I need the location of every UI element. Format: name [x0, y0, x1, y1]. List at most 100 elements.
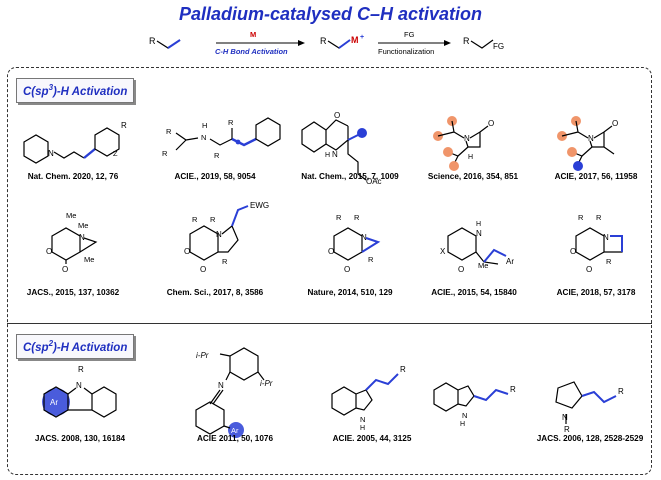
scheme-intermediate-r: R [320, 36, 327, 46]
reference-label: ACIE 2011, 50, 1076 [196, 434, 274, 443]
sp2-label-sup: 2 [48, 339, 54, 348]
atom-o: O [62, 265, 68, 274]
atom-r2: R [596, 213, 602, 222]
molecule-azetidine-morpholinone: R R N O O R [570, 213, 623, 274]
sp2-section-label: C(sp2)-H Activation [16, 334, 135, 359]
atom-h: H [460, 421, 465, 428]
reference-label: Science, 2016, 354, 851 [427, 172, 519, 181]
molecule-spiro-oxazolidine: O N H OAc [301, 111, 382, 186]
atom-o: O [344, 265, 350, 274]
molecule-piperidine-arene: N R Z [23, 121, 127, 164]
structure-nat-chem-2015: O N H OAc Nat. Chem., 2015, 7, 1009 [292, 100, 408, 192]
reference-label: ACIE., 2019, 58, 9054 [174, 172, 256, 181]
atom-r1: R [510, 385, 516, 394]
scheme-svg: R M C-H Bond Activation R M + FG Functio… [149, 30, 504, 56]
scheme-intermediate-charge: + [360, 34, 364, 41]
molecule-aziridine-morpholinone: R R N O O R [328, 213, 381, 274]
atom-r3: R [578, 213, 584, 222]
sp3-label-prefix: C(sp [23, 85, 49, 98]
atom-r1: R [618, 387, 624, 396]
atom-n: N [562, 413, 568, 422]
reference-label: ACIE, 2018, 57, 3178 [556, 288, 636, 297]
section-divider [7, 323, 652, 324]
structure-acie-2018: R R N O O R ACIE, 2018, 57, 3178 [540, 206, 652, 306]
structure-chem-sci-2017: R R N O O EWG R Chem. Sci., 2017, 8, 358… [140, 196, 290, 306]
structure-jacs-2006: N R R JACS. 2006, 128, 2528-2529 [528, 360, 652, 460]
atom-ipr: i-Pr [196, 351, 209, 360]
atom-h: H [468, 154, 473, 161]
atom-r1: R [214, 151, 220, 160]
structure-acie-2011: i-Pr i-Pr N Ar ACIE 2011, 50, 1076 [160, 346, 310, 460]
structure-acie-2005-3-alkenyl: N H R ACIE. 2005, 44, 3125 [322, 360, 422, 460]
atom-r3: R [336, 213, 342, 222]
reference-label: JACS. 2008, 130, 16184 [34, 434, 126, 443]
atom-n: N [218, 381, 224, 390]
structure-acie-2005-2-alkenyl: N H R [426, 360, 522, 440]
main-panel [7, 67, 652, 475]
reference-label: ACIE., 2015, 54, 15840 [431, 288, 517, 297]
scheme-product-fg: FG [493, 42, 504, 51]
reference-label: Nat. Chem., 2015, 7, 1009 [301, 172, 399, 181]
molecule-imine-aryl: i-Pr i-Pr N Ar [195, 347, 273, 438]
structure-science-2016: N O H Science, 2016, 354, 851 [418, 112, 528, 192]
molecule-indole-2-alkenyl: N H R [433, 382, 516, 428]
reference-label: ACIE, 2017, 56, 11958 [554, 172, 638, 181]
atom-me: Me [84, 255, 94, 264]
reference-label: JACS. 2006, 128, 2528-2529 [536, 434, 644, 443]
scheme-intermediate-highlight [338, 39, 351, 49]
atom-o: O [184, 247, 190, 256]
structure-jacs-2015: Me Me N O O Me JACS., 2015, 137, 10362 [10, 206, 136, 306]
atom-me: Me [478, 261, 488, 270]
atom-n: N [603, 233, 609, 242]
atom-o: O [46, 247, 52, 256]
atom-r2: R [228, 118, 234, 127]
structure-nat-chem-2020: N R Z Nat. Chem. 2020, 12, 76 [10, 112, 136, 192]
atom-h: H [476, 221, 481, 228]
atom-n: N [48, 149, 54, 158]
scheme-arrowhead-1 [298, 40, 305, 46]
atom-r3: R [192, 215, 198, 224]
atom-n: N [361, 233, 367, 242]
atom-r2: R [354, 213, 360, 222]
atom-o: O [570, 247, 576, 256]
atom-r1: R [400, 365, 406, 374]
sp3-label-sup: 3 [48, 83, 54, 92]
atom-n: N [216, 230, 222, 239]
atom-o: O [334, 111, 340, 120]
structure-nature-2014: R R N O O R Nature, 2014, 510, 129 [292, 206, 408, 306]
atom-x: X [440, 247, 446, 256]
sp3-section-label: C(sp3)-H Activation [16, 78, 135, 103]
atom-n: N [588, 134, 594, 143]
atom-ar: Ar [231, 426, 239, 435]
atom-r2: R [210, 215, 216, 224]
structure-acie-2019: R R H N R R ACIE., 2019, 58, 9054 [140, 112, 290, 192]
atom-r: R [121, 121, 127, 130]
general-scheme: R M C-H Bond Activation R M + FG Functio… [0, 24, 661, 66]
atom-o: O [458, 265, 464, 274]
atom-r1: R [222, 257, 228, 266]
reference-label: Nature, 2014, 510, 129 [307, 288, 393, 297]
structure-acie-2017: N O ACIE, 2017, 56, 11958 [540, 112, 652, 192]
atom-r: R [78, 365, 84, 374]
reference-label: JACS., 2015, 137, 10362 [26, 288, 120, 297]
atom-n: N [462, 411, 467, 420]
atom-n: N [464, 134, 470, 143]
scheme-intermediate-m: M [351, 35, 359, 45]
atom-r1: R [368, 255, 374, 264]
atom-oac: OAc [366, 177, 382, 186]
molecule-indole-3-alkenyl: N H R [331, 365, 406, 432]
atom-r3: R [162, 149, 168, 158]
atom-h: H [325, 152, 330, 159]
atom-n: N [201, 133, 206, 142]
atom-r: R [564, 425, 570, 434]
atom-ar: Ar [506, 257, 514, 266]
sp3-label-suffix: )-H Activation [53, 85, 128, 98]
molecule-beta-lactam-1: N O H [433, 116, 494, 171]
scheme-step2-sub: Functionalization [378, 47, 434, 56]
atom-n: N [332, 150, 338, 159]
reference-label: ACIE. 2005, 44, 3125 [332, 434, 412, 443]
atom-o: O [200, 265, 206, 274]
atom-o: O [488, 119, 494, 128]
sp2-label-prefix: C(sp [23, 341, 49, 354]
scheme-product-r: R [463, 36, 470, 46]
